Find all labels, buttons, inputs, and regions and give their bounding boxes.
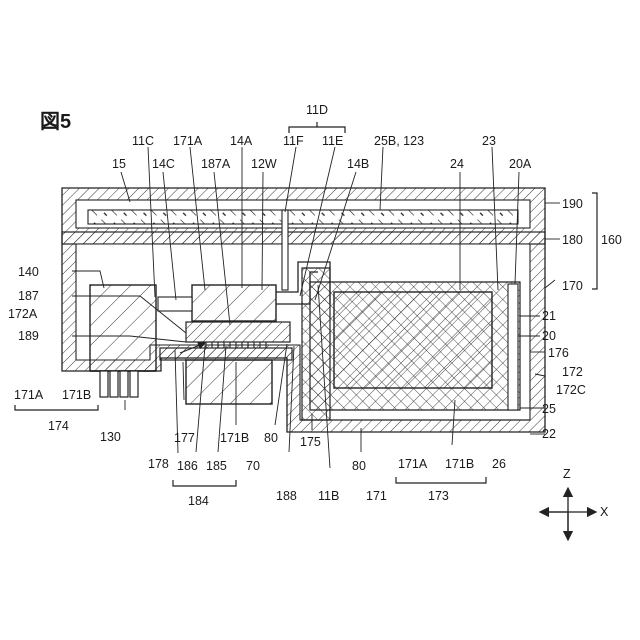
ref-186: 186: [177, 459, 198, 473]
ref-189: 189: [18, 329, 39, 343]
ref-171B-left: 171B: [62, 388, 91, 402]
ref-23: 23: [482, 134, 496, 148]
layer-190: [88, 210, 518, 224]
ref-80-bot: 80: [352, 459, 366, 473]
ref-14C: 14C: [152, 157, 175, 171]
ref-173: 173: [428, 489, 449, 503]
ref-171B-mid: 171B: [220, 431, 249, 445]
ref-172: 172: [562, 365, 583, 379]
ref-15: 15: [112, 157, 126, 171]
ref-178: 178: [148, 457, 169, 471]
brace-11D: [289, 127, 345, 133]
ref-24: 24: [450, 157, 464, 171]
ref-187: 187: [18, 289, 39, 303]
ref-180: 180: [562, 233, 583, 247]
ref-176: 176: [548, 346, 569, 360]
ref-171A-top: 171A: [173, 134, 203, 148]
ref-20A: 20A: [509, 157, 532, 171]
ref-14A: 14A: [230, 134, 253, 148]
connector-140: [90, 285, 156, 371]
ref-190: 190: [562, 197, 583, 211]
brace-173: [396, 477, 486, 483]
ref-25B-123: 25B, 123: [374, 134, 424, 148]
element-14A: [192, 285, 276, 321]
ref-175: 175: [300, 435, 321, 449]
brace-174: [15, 405, 98, 410]
ref-11D: 11D: [306, 103, 328, 117]
lead-11F: [282, 210, 288, 290]
ref-70: 70: [246, 459, 260, 473]
ref-171A-left: 171A: [14, 388, 44, 402]
brace-160: [592, 193, 597, 289]
ref-80-mid: 80: [264, 431, 278, 445]
ref-171: 171: [366, 489, 387, 503]
axis-indicator: [540, 488, 596, 540]
ref-14B: 14B: [347, 157, 369, 171]
ref-11E: 11E: [322, 134, 343, 148]
ref-11F: 11F: [283, 134, 304, 148]
ref-171B-bot: 171B: [445, 457, 474, 471]
wall-20A: [508, 284, 518, 410]
ref-11C: 11C: [132, 134, 154, 148]
ref-172C: 172C: [556, 383, 586, 397]
pins-130: [100, 371, 138, 397]
ref-22: 22: [542, 427, 556, 441]
ref-140: 140: [18, 265, 39, 279]
board-187: [186, 322, 290, 342]
ref-11B: 11B: [318, 489, 339, 503]
axis-z-label: Z: [563, 467, 571, 481]
ref-21: 21: [542, 309, 556, 323]
cell-24: [334, 292, 492, 388]
ref-187A: 187A: [201, 157, 231, 171]
ref-130: 130: [100, 430, 121, 444]
element-70: [186, 360, 272, 404]
ref-188: 188: [276, 489, 297, 503]
ref-25: 25: [542, 402, 556, 416]
element-14C: [158, 297, 192, 311]
ref-26: 26: [492, 457, 506, 471]
layer-180: [62, 232, 545, 244]
ref-174: 174: [48, 419, 69, 433]
figure-title: 図5: [40, 111, 71, 133]
ref-12W: 12W: [251, 157, 277, 171]
axis-x-label: X: [600, 505, 609, 519]
ref-177: 177: [174, 431, 195, 445]
ref-160: 160: [601, 233, 622, 247]
ref-185: 185: [206, 459, 227, 473]
ref-170: 170: [562, 279, 583, 293]
brace-184: [173, 480, 236, 486]
ref-172A: 172A: [8, 307, 38, 321]
ref-20: 20: [542, 329, 556, 343]
ref-171A-bot: 171A: [398, 457, 428, 471]
ref-184: 184: [188, 494, 209, 508]
